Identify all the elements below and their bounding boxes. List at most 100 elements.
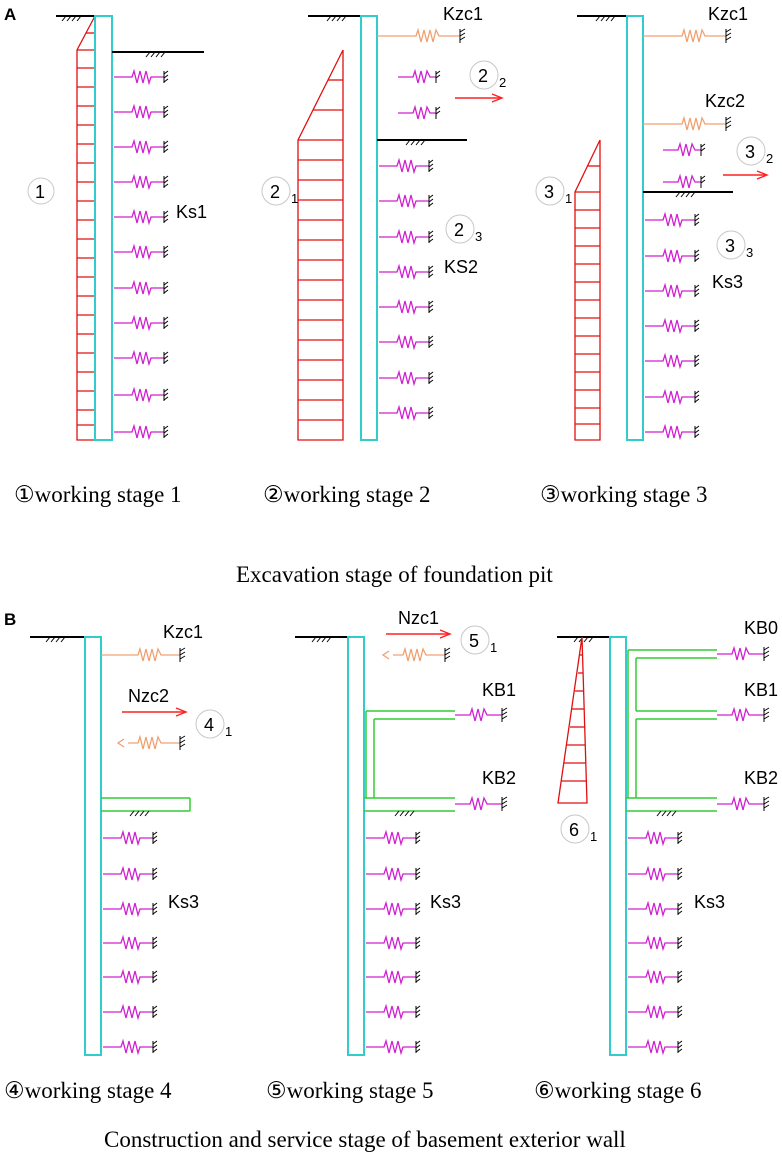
stage-4-caption: ④working stage 4 [4,1078,172,1103]
strut-spring-kzc2 [643,115,732,131]
marker-3-3: 3 3 [716,230,753,260]
svg-text:1: 1 [565,191,572,206]
label-kzc2: Kzc2 [705,91,745,111]
soil-pressure-diagram [557,636,588,804]
marker-5-1: 5 1 [460,625,497,655]
soil-springs [379,157,434,422]
stage-1-diagram: Ks1 1 [27,15,207,441]
svg-text:2: 2 [270,182,280,202]
excavation-level [112,51,204,58]
svg-text:2: 2 [454,220,464,240]
marker-3-2: 3 2 [736,136,773,166]
marker-3-1: 3 1 [535,176,572,206]
stage-3-diagram: Kzc1 Kzc2 Ks3 3 [535,4,773,441]
soil-springs [103,829,158,1056]
slab-level [394,810,415,817]
release-arrow [455,93,504,103]
soil-pressure-diagram [76,15,96,441]
stage-5-caption: ⑤working stage 5 [266,1078,434,1103]
soil-springs [366,829,421,1056]
release-arrow [723,170,769,180]
label-ks3: Ks3 [168,892,199,912]
stage-1-caption: ①working stage 1 [14,482,182,507]
stage-6-diagram: KB0 KB1 KB2 Ks3 6 1 [557,618,778,1056]
label-kzc1: Kzc1 [443,4,483,24]
svg-text:3: 3 [544,182,554,202]
retaining-wall [84,636,102,1056]
strut-force-arrow [386,629,452,639]
retaining-wall [347,636,365,1056]
svg-text:1: 1 [590,829,597,844]
label-kb1: KB1 [744,680,778,700]
ground-surface [308,15,361,22]
strut-force-arrow [122,707,188,717]
retaining-wall [360,15,378,441]
slab-level [129,810,150,817]
removed-soil-springs [663,141,706,189]
marker-2-1: 2 1 [261,176,298,206]
label-ks2: KS2 [444,257,478,277]
marker-4-1: 4 1 [195,709,232,739]
stage-5-diagram: Nzc1 5 1 KB1 KB2 [295,608,516,1056]
svg-text:4: 4 [204,715,214,735]
excavation-section-title: Excavation stage of foundation pit [236,562,553,587]
soil-pressure-diagram [574,139,601,441]
label-nzc1: Nzc1 [398,608,439,628]
svg-text:1: 1 [490,640,497,655]
soil-springs [645,211,700,441]
label-kzc1: Kzc1 [163,622,203,642]
stage-4-diagram: Kzc1 Nzc2 4 1 Ks3 [30,622,232,1056]
removed-strut-spring [116,734,186,750]
ground-surface [557,636,610,643]
stage-2-diagram: Kzc1 KS2 2 1 [261,4,506,441]
slab-spring-kb0 [717,645,770,661]
label-kb2: KB2 [482,768,516,788]
svg-text:5: 5 [469,631,479,651]
svg-text:3: 3 [475,229,482,244]
panel-label-a: A [4,5,16,24]
floor-slab [101,797,191,812]
removed-soil-springs [398,68,441,120]
excavation-level [377,139,467,146]
marker-1: 1 [27,177,55,205]
svg-text:1: 1 [225,724,232,739]
service-section-title: Construction and service stage of baseme… [104,1127,626,1152]
marker-6-1: 6 1 [560,814,597,844]
strut-spring-kzc1 [377,27,466,43]
strut-spring-kzc1 [101,646,186,662]
label-kb1: KB1 [482,680,516,700]
svg-text:1: 1 [35,182,45,202]
stage-2-caption: ②working stage 2 [263,482,431,507]
ground-surface [30,636,85,643]
ground-surface [577,15,627,22]
excavation-level [643,191,733,198]
slab-spring-kb2 [717,795,770,811]
soil-pressure-diagram [297,49,344,441]
label-ks3: Ks3 [430,892,461,912]
svg-text:3: 3 [745,142,755,162]
removed-strut-spring [381,646,451,662]
label-kb0: KB0 [744,618,778,638]
ground-surface [295,636,348,643]
retaining-wall [94,15,113,441]
panel-label-b: B [4,610,16,629]
slab-spring-kb1 [717,706,770,722]
retaining-wall [626,15,644,441]
retaining-wall [609,636,627,1056]
basement-slabs [626,649,717,812]
marker-2-3: 2 3 [445,214,482,244]
basement-slabs [364,710,455,812]
label-ks1: Ks1 [176,202,207,222]
soil-springs [628,829,683,1056]
svg-text:2: 2 [478,66,488,86]
soil-springs [114,68,169,441]
svg-text:6: 6 [569,820,579,840]
label-nzc2: Nzc2 [128,686,169,706]
stage-3-caption: ③working stage 3 [540,482,708,507]
svg-text:3: 3 [746,245,753,260]
slab-level [656,810,677,817]
svg-text:2: 2 [766,151,773,166]
label-kzc1: Kzc1 [708,4,748,24]
label-ks3: Ks3 [694,892,725,912]
